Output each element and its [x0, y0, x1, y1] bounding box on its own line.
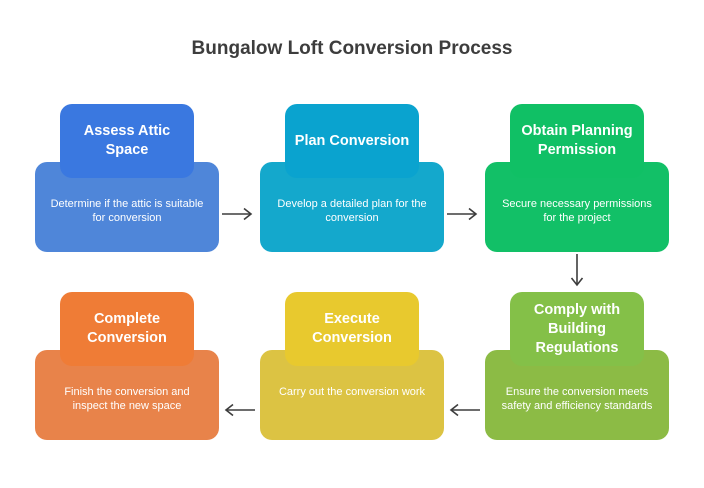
arrow-left-1 [449, 403, 480, 417]
step-heading-tab: Assess Attic Space [60, 104, 194, 178]
step-heading: Complete Conversion [87, 311, 167, 346]
step-heading-tab: Obtain Planning Permission [510, 104, 644, 178]
step-complete-conversion: Finish the conversion and inspect the ne… [35, 292, 219, 460]
step-heading: Obtain Planning Permission [521, 123, 633, 158]
step-obtain-planning-permission: Secure necessary permissions for the pro… [485, 104, 669, 272]
diagram-title: Bungalow Loft Conversion Process [191, 38, 513, 59]
arrow-right-2 [447, 207, 478, 221]
step-assess-attic-space: Determine if the attic is suitable for c… [35, 104, 219, 272]
step-heading: Execute Conversion [312, 311, 392, 346]
step-description: Secure necessary permissions for the pro… [502, 198, 652, 224]
step-plan-conversion: Develop a detailed plan for the conversi… [260, 104, 444, 272]
step-description: Determine if the attic is suitable for c… [50, 198, 204, 224]
step-execute-conversion: Carry out the conversion work Execute Co… [260, 292, 444, 460]
step-heading-tab: Execute Conversion [285, 292, 419, 366]
step-description: Develop a detailed plan for the conversi… [277, 198, 427, 224]
arrow-right-1 [222, 207, 253, 221]
arrow-down [570, 254, 584, 287]
step-heading-tab: Complete Conversion [60, 292, 194, 366]
step-heading-tab: Plan Conversion [285, 104, 419, 178]
arrow-left-2 [224, 403, 255, 417]
step-heading: Plan Conversion [294, 132, 410, 149]
step-description: Finish the conversion and inspect the ne… [64, 386, 190, 412]
step-description: Carry out the conversion work [278, 386, 426, 398]
step-heading-tab: Comply with Building Regulations [510, 292, 644, 366]
step-card: Determine if the attic is suitable for c… [35, 162, 219, 252]
step-heading: Comply with Building Regulations [533, 301, 621, 356]
step-comply-building-regulations: Ensure the conversion meets safety and e… [485, 292, 669, 460]
step-description: Ensure the conversion meets safety and e… [501, 386, 653, 412]
step-heading: Assess Attic Space [83, 123, 171, 158]
